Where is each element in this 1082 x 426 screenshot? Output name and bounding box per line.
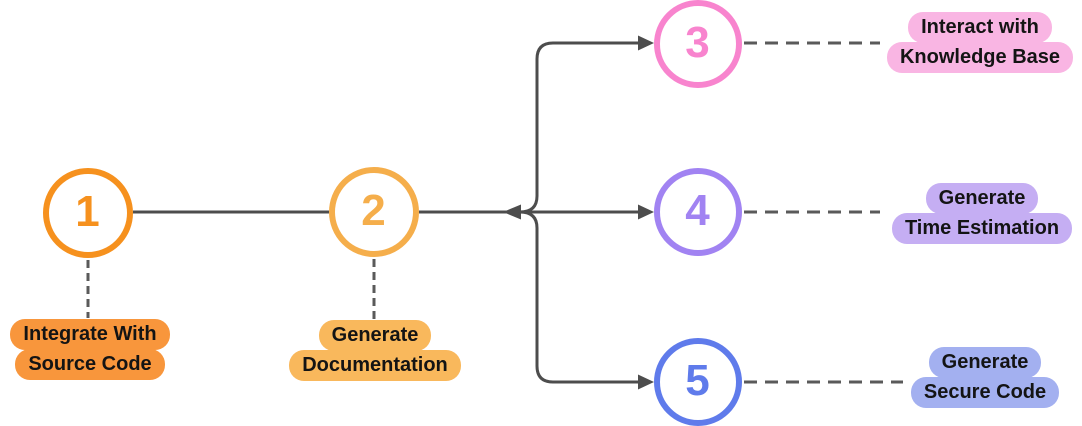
step-circle-5: 5 bbox=[654, 338, 742, 426]
step-circle-1: 1 bbox=[43, 168, 133, 258]
step-label-4: Generate Time Estimation bbox=[882, 183, 1082, 244]
step-label-1-line1: Integrate With bbox=[10, 319, 170, 350]
step-number-5: 5 bbox=[685, 356, 711, 405]
step-number-1: 1 bbox=[75, 187, 101, 236]
step-label-3-line2: Knowledge Base bbox=[886, 42, 1074, 73]
step-label-2-line1: Generate bbox=[318, 320, 432, 351]
step-label-5-line2: Secure Code bbox=[910, 377, 1060, 408]
step-label-4-line1: Generate bbox=[925, 183, 1039, 214]
arrowhead-3-icon bbox=[638, 35, 654, 51]
step-number-4: 4 bbox=[685, 186, 711, 235]
step-label-4-line2: Time Estimation bbox=[891, 213, 1073, 244]
step-circle-4: 4 bbox=[654, 168, 742, 256]
connector-branch-up bbox=[519, 41, 650, 214]
step-number-2: 2 bbox=[361, 186, 387, 235]
step-label-3: Interact with Knowledge Base bbox=[880, 12, 1080, 73]
junction-arrowhead-icon bbox=[503, 204, 521, 220]
connector-branch-down bbox=[519, 210, 650, 384]
step-label-3-line1: Interact with bbox=[908, 12, 1052, 43]
step-label-5: Generate Secure Code bbox=[905, 347, 1065, 408]
step-circle-3: 3 bbox=[654, 0, 742, 88]
step-label-5-line1: Generate bbox=[928, 347, 1042, 378]
step-label-1-line2: Source Code bbox=[15, 349, 165, 380]
arrowhead-4-icon bbox=[638, 204, 654, 220]
step-label-2-line2: Documentation bbox=[289, 350, 461, 381]
arrowhead-5-icon bbox=[638, 374, 654, 390]
step-circle-2: 2 bbox=[329, 167, 419, 257]
step-number-3: 3 bbox=[685, 18, 711, 67]
step-label-2: Generate Documentation bbox=[280, 320, 470, 381]
step-label-1: Integrate With Source Code bbox=[0, 319, 180, 380]
